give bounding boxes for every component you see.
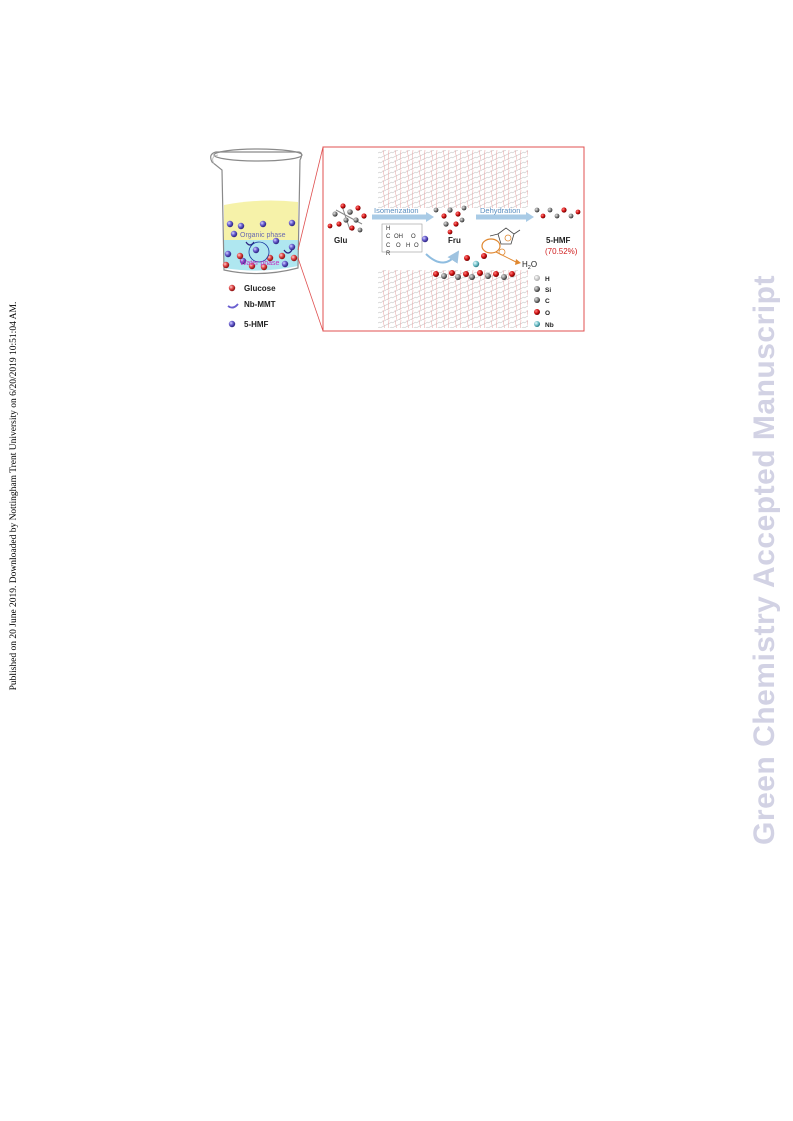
beaker-legend: Glucose Nb-MMT 5-HMF (227, 284, 276, 329)
mech-c1: C (386, 234, 391, 240)
graphical-abstract-figure: Organic phase Water phase Glucose Nb-MMT… (210, 146, 585, 332)
download-notice-text: Published on 20 June 2019. Downloaded by… (9, 301, 19, 691)
svg-text:H2O: H2O (522, 260, 537, 271)
water-h: H (522, 260, 528, 269)
hmf-particles (224, 219, 296, 268)
atom-label-nb: Nb (545, 322, 554, 329)
mech-h: H (386, 226, 390, 232)
mech-o3: O (414, 243, 419, 249)
silicon-atom-icon (534, 286, 540, 292)
label-hmf: 5-HMF (546, 236, 571, 245)
organic-phase-layer (224, 200, 298, 240)
watermark-text: Green Chemistry Accepted Manuscript (748, 275, 781, 845)
furan-intermediate (489, 227, 521, 256)
legend-label-nb-mmt: Nb-MMT (244, 300, 276, 309)
label-yield: (70.52%) (545, 247, 578, 256)
clay-surface-atoms (433, 253, 515, 280)
niobium-atom-icon (534, 321, 540, 327)
mech-oh: OH (394, 234, 403, 240)
atom-legend: H Si C O Nb (534, 275, 554, 329)
mech-o2: O (396, 243, 401, 249)
label-glu: Glu (334, 236, 347, 245)
red-sphere-icon (228, 284, 236, 292)
water-o: O (531, 260, 537, 269)
legend-label-glucose: Glucose (244, 284, 276, 293)
beaker: Organic phase Water phase (210, 148, 303, 275)
mechanism-scheme: H C OH C H R O O O (381, 223, 429, 257)
organic-phase-label: Organic phase (240, 232, 286, 239)
fructose-molecule (433, 205, 467, 235)
atom-label-h: H (545, 276, 550, 283)
glucose-molecule (327, 203, 367, 233)
clay-layer-top (378, 150, 528, 208)
water-sub: 2 (528, 265, 531, 271)
mech-o1: O (411, 234, 416, 240)
label-fru: Fru (448, 236, 461, 245)
carbon-atom-icon (534, 297, 540, 303)
legend-label-hmf: 5-HMF (244, 320, 269, 329)
hmf-molecule (534, 207, 581, 219)
mech-hoh: H (406, 243, 410, 249)
water-phase-label: Water phase (240, 260, 280, 267)
water-product: H2O (522, 260, 537, 271)
label-isomerization: Isomerization (374, 206, 419, 215)
hydrogen-atom-icon (534, 275, 540, 281)
purple-sphere-icon (228, 320, 236, 328)
oxygen-atom-icon (534, 309, 540, 315)
atom-label-c: C (545, 298, 550, 305)
reaction-panel: Glu Isomerization Fru Dehydration (322, 146, 585, 332)
atom-label-o: O (545, 310, 550, 317)
mech-r: R (386, 251, 391, 257)
mech-c2: C (386, 243, 391, 249)
clay-sheet-icon (227, 303, 239, 309)
atom-label-si: Si (545, 287, 551, 294)
label-dehydration: Dehydration (480, 206, 520, 215)
